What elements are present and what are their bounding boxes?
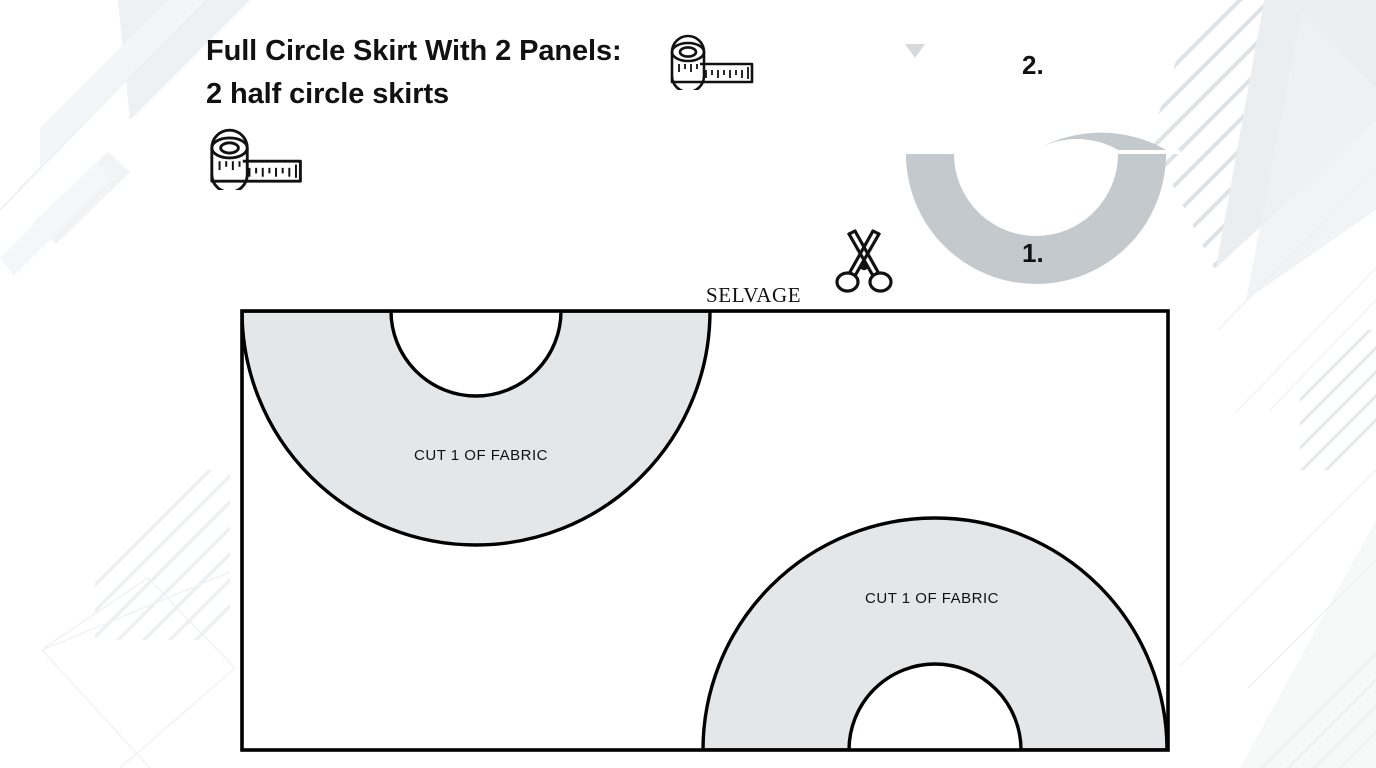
fabric-rectangle <box>240 309 1170 752</box>
pattern-piece-upper-label: CUT 1 OF FABRIC <box>414 447 548 464</box>
pattern-piece-lower-label: CUT 1 OF FABRIC <box>865 590 999 607</box>
donut-divider <box>900 150 1180 154</box>
pattern-piece-upper <box>242 311 712 547</box>
tape-measure-icon <box>670 34 754 90</box>
full-circle-diagram <box>900 132 1180 284</box>
title-line-1: Full Circle Skirt With 2 Panels: <box>206 35 622 67</box>
scissors-icon <box>835 229 893 293</box>
selvage-label: SELVAGE <box>706 283 802 307</box>
page-title: Full Circle Skirt With 2 Panels: 2 half … <box>206 30 726 116</box>
donut-half-bottom <box>906 154 1166 284</box>
pattern-piece-lower <box>701 516 1168 750</box>
donut-label-1: 1. <box>1022 238 1044 268</box>
triangle-down-icon <box>905 44 925 58</box>
donut-half-top <box>1036 132 1166 150</box>
title-line-2: 2 half circle skirts <box>206 77 450 110</box>
tape-measure-icon <box>210 128 302 190</box>
donut-label-2: 2. <box>1022 50 1044 80</box>
